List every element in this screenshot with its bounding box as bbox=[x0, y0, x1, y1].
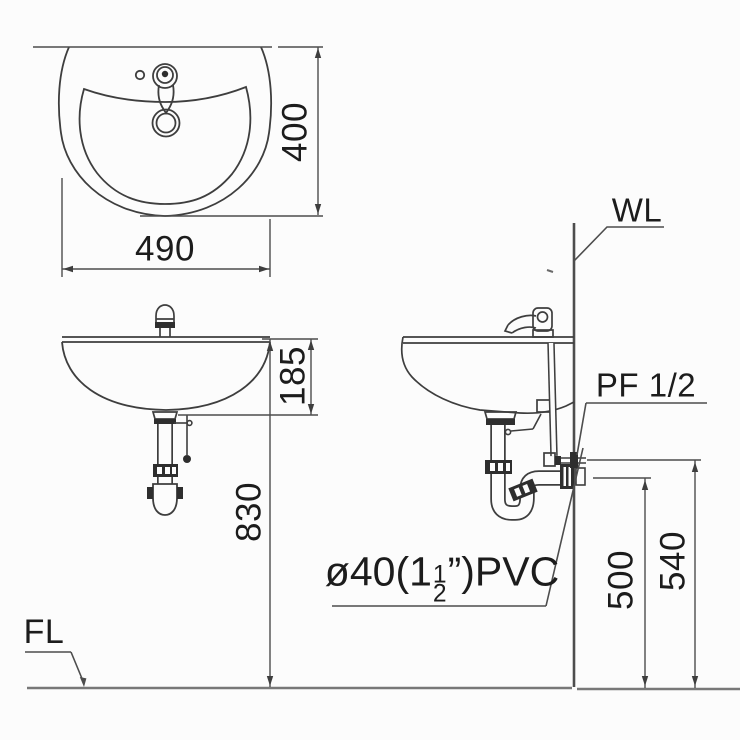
front-view-drain-fittings bbox=[147, 411, 183, 516]
wall-line-leader bbox=[573, 226, 664, 262]
dim-rim-height-label: 830 bbox=[229, 482, 269, 542]
overflow-hole bbox=[134, 69, 146, 81]
side-view-drain-fittings bbox=[483, 411, 586, 502]
side-view-angle-valve bbox=[543, 452, 586, 468]
dim-basin-front-height-label: 185 bbox=[273, 346, 313, 406]
dimension-arrows bbox=[63, 48, 699, 686]
dim-basin-depth-label: 400 bbox=[275, 102, 315, 162]
drain-pipe-spec-suffix: ”)PVC bbox=[447, 548, 560, 595]
floor-line-label: FL bbox=[23, 613, 65, 651]
front-view-faucet bbox=[155, 304, 175, 337]
side-view-popup-linkage bbox=[504, 413, 542, 436]
supply-connection-label: PF 1/2 bbox=[595, 366, 697, 404]
dim-drain-outlet-height-label: 500 bbox=[601, 550, 641, 610]
floor-line bbox=[27, 686, 740, 691]
supply-leader bbox=[576, 402, 707, 456]
floor-line-leader bbox=[25, 651, 87, 687]
fraction-numerator: 1 bbox=[432, 561, 447, 589]
side-view-faucet bbox=[503, 307, 554, 338]
fraction-denominator: 2 bbox=[432, 580, 447, 608]
stray-mark bbox=[546, 269, 554, 273]
top-view-faucet bbox=[134, 63, 178, 115]
dimension-lines bbox=[33, 46, 701, 688]
wall-line-label: WL bbox=[611, 191, 663, 229]
front-view-basin bbox=[61, 336, 271, 411]
side-view-supply-tube bbox=[547, 342, 558, 457]
front-view-popup-rod bbox=[174, 415, 193, 463]
dim-basin-width-label: 490 bbox=[135, 229, 195, 269]
drain-pipe-spec-prefix: ø40(1 bbox=[324, 548, 432, 595]
dim-supply-height-label: 540 bbox=[653, 531, 693, 591]
drain-pipe-leader bbox=[332, 447, 584, 607]
